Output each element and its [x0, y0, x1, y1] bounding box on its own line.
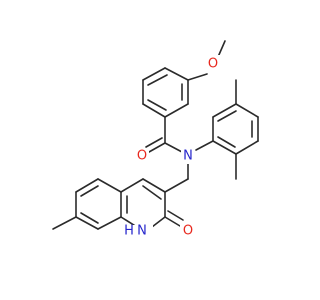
atom-o-carbonyl: O [137, 149, 147, 164]
atom-h-quinolinone: H [124, 224, 134, 239]
bond [80, 185, 99, 197]
atom-labels: O O N N H O [123, 55, 220, 239]
bond [235, 103, 259, 118]
bond [142, 103, 166, 118]
bond [75, 216, 99, 230]
bond [142, 185, 162, 200]
bond [235, 140, 259, 155]
bond [147, 74, 168, 86]
bond [147, 99, 167, 111]
bond [97, 178, 122, 193]
bond [75, 178, 99, 193]
bond [145, 137, 163, 148]
molecule-structure-diagram: O O N N H O [52, 40, 259, 239]
bond [97, 216, 122, 230]
atom-o-methoxy: O [208, 57, 218, 72]
bond [212, 140, 237, 155]
bond [151, 216, 166, 228]
bond [212, 103, 237, 118]
bond [164, 216, 181, 227]
bond [217, 110, 237, 122]
bond [80, 212, 99, 224]
bond-lines [52, 40, 259, 230]
bond [195, 140, 214, 151]
bond [142, 178, 166, 193]
atom-n-amide: N [183, 149, 193, 164]
bond [217, 136, 236, 148]
atom-o-quinolinone: O [183, 224, 193, 239]
bond [164, 142, 183, 153]
bond [164, 103, 189, 118]
bond [120, 178, 144, 193]
bond [164, 178, 189, 193]
bond [52, 216, 77, 230]
bond [187, 73, 208, 81]
bond [167, 210, 184, 221]
atom-n-quinolinone: N [137, 224, 147, 239]
bond [148, 142, 166, 153]
bond [217, 40, 226, 58]
bond [142, 67, 166, 81]
bond [164, 67, 189, 81]
